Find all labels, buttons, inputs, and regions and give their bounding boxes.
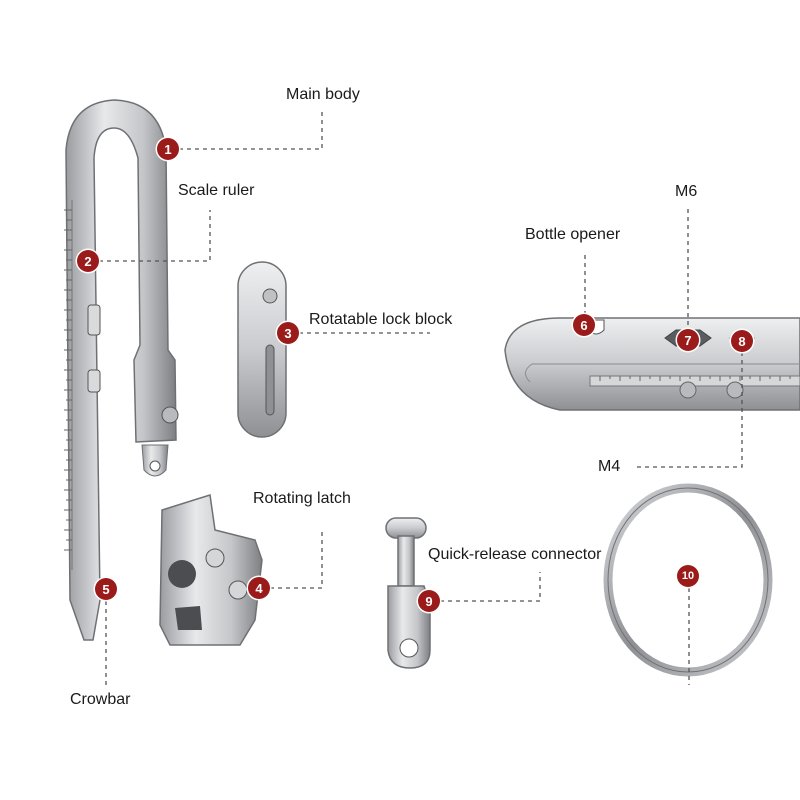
- label-scale-ruler: Scale ruler: [178, 182, 255, 199]
- label-m4: M4: [598, 458, 621, 475]
- badge-8: 8: [731, 330, 753, 352]
- badge-10: 10: [677, 565, 699, 587]
- badge-7: 7: [677, 329, 699, 351]
- badge-4: 4: [248, 577, 270, 599]
- label-main-body: Main body: [286, 86, 360, 103]
- label-rotating-latch: Rotating latch: [253, 490, 351, 507]
- label-rotatable-lock-block: Rotatable lock block: [309, 311, 453, 328]
- badge-3: 3: [277, 322, 299, 344]
- label-quick-release-connector: Quick-release connector: [428, 546, 602, 563]
- badge-6: 6: [573, 314, 595, 336]
- label-crowbar: Crowbar: [70, 691, 131, 708]
- label-m6: M6: [675, 183, 698, 200]
- lock-block-part: [237, 261, 287, 438]
- rotating-latch-part: [159, 494, 263, 646]
- badge-5: 5: [95, 578, 117, 600]
- badge-2: 2: [77, 250, 99, 272]
- badge-9: 9: [418, 590, 440, 612]
- leader-lines: [99, 112, 743, 685]
- badge-1: 1: [157, 138, 179, 160]
- main-body-tool: [64, 99, 179, 641]
- bottle-opener-part: [504, 317, 800, 411]
- label-bottle-opener: Bottle opener: [525, 226, 621, 243]
- key-ring-part: [603, 483, 773, 677]
